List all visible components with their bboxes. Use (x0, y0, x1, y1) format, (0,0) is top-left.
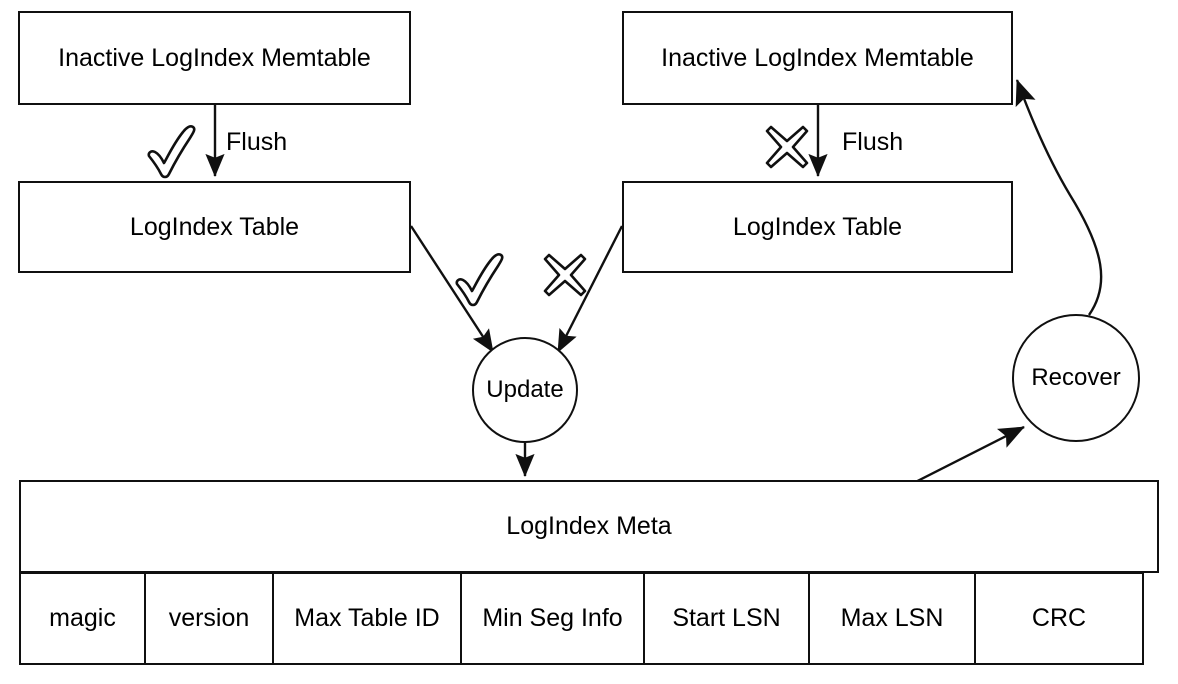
logindex-meta-title: LogIndex Meta (506, 512, 672, 540)
edge-label-flush-left: Flush (226, 128, 288, 156)
logindex-meta-cell[interactable]: Max Table ID (272, 572, 462, 665)
node-inactive-logindex-memtable-left[interactable]: Inactive LogIndex Memtable (18, 11, 411, 105)
logindex-meta-cell[interactable]: magic (19, 572, 146, 665)
node-label: Update (486, 376, 564, 403)
node-logindex-table-right[interactable]: LogIndex Table (622, 181, 1013, 273)
node-inactive-logindex-memtable-right[interactable]: Inactive LogIndex Memtable (622, 11, 1013, 105)
cross-mark-icon-update-fail (543, 253, 587, 297)
node-recover-circle[interactable]: Recover (1012, 314, 1140, 442)
edge-left-table-to-update (409, 225, 495, 353)
edge-label-flush-right: Flush (842, 128, 904, 156)
logindex-meta-header[interactable]: LogIndex Meta (19, 480, 1159, 573)
logindex-meta-cell[interactable]: Start LSN (643, 572, 810, 665)
node-label: Inactive LogIndex Memtable (58, 43, 371, 72)
node-update-circle[interactable]: Update (472, 337, 578, 443)
edge-recover-to-memtable (1015, 79, 1103, 316)
logindex-meta-cell[interactable]: Max LSN (807, 572, 977, 665)
node-label: LogIndex Table (129, 212, 300, 241)
node-label: Inactive LogIndex Memtable (661, 43, 974, 72)
logindex-meta-cell[interactable]: version (143, 572, 275, 665)
node-logindex-table-left[interactable]: LogIndex Table (18, 181, 411, 273)
cross-mark-icon-right-flush (765, 125, 809, 169)
node-label: LogIndex Table (732, 212, 903, 241)
node-label: Recover (1031, 364, 1121, 391)
logindex-meta-cell[interactable]: CRC (974, 572, 1144, 665)
check-mark-icon-left-flush (147, 125, 196, 179)
edge-right-table-to-update (556, 225, 624, 353)
check-mark-icon-update-success (455, 253, 504, 307)
logindex-meta-cell[interactable]: Min Seg Info (459, 572, 646, 665)
